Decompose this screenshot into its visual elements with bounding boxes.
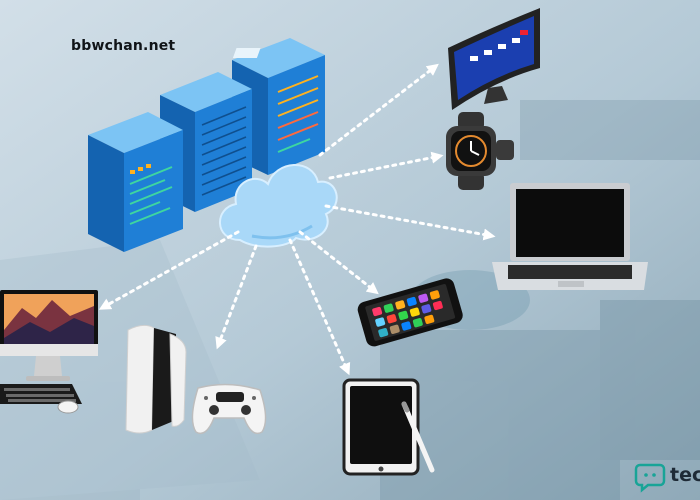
smart-tv-icon [448, 8, 540, 110]
tablet-icon [342, 378, 435, 476]
arrow-to-phone [298, 230, 379, 295]
desktop-computer-icon [0, 290, 98, 414]
smartwatch-icon [446, 112, 514, 190]
arrow-to-desktop [98, 230, 240, 310]
smartphone-icon [357, 278, 463, 347]
arrow-to-tv [318, 63, 439, 157]
arrow-to-watch [328, 151, 444, 180]
arrow-to-tablet [288, 238, 351, 376]
brand-logo: tecl [638, 463, 700, 487]
game-console-icon [125, 324, 267, 435]
server-rack-icon [88, 38, 325, 252]
laptop-icon [492, 183, 648, 290]
site-label: bbwchan.net [71, 38, 176, 54]
arrow-to-laptop [324, 204, 496, 241]
arrow-to-console [215, 244, 258, 350]
connection-arrows [98, 63, 496, 376]
cloud-icon [219, 164, 338, 248]
chat-bubble-icon [634, 463, 666, 493]
brand-text: tecl [670, 464, 700, 486]
